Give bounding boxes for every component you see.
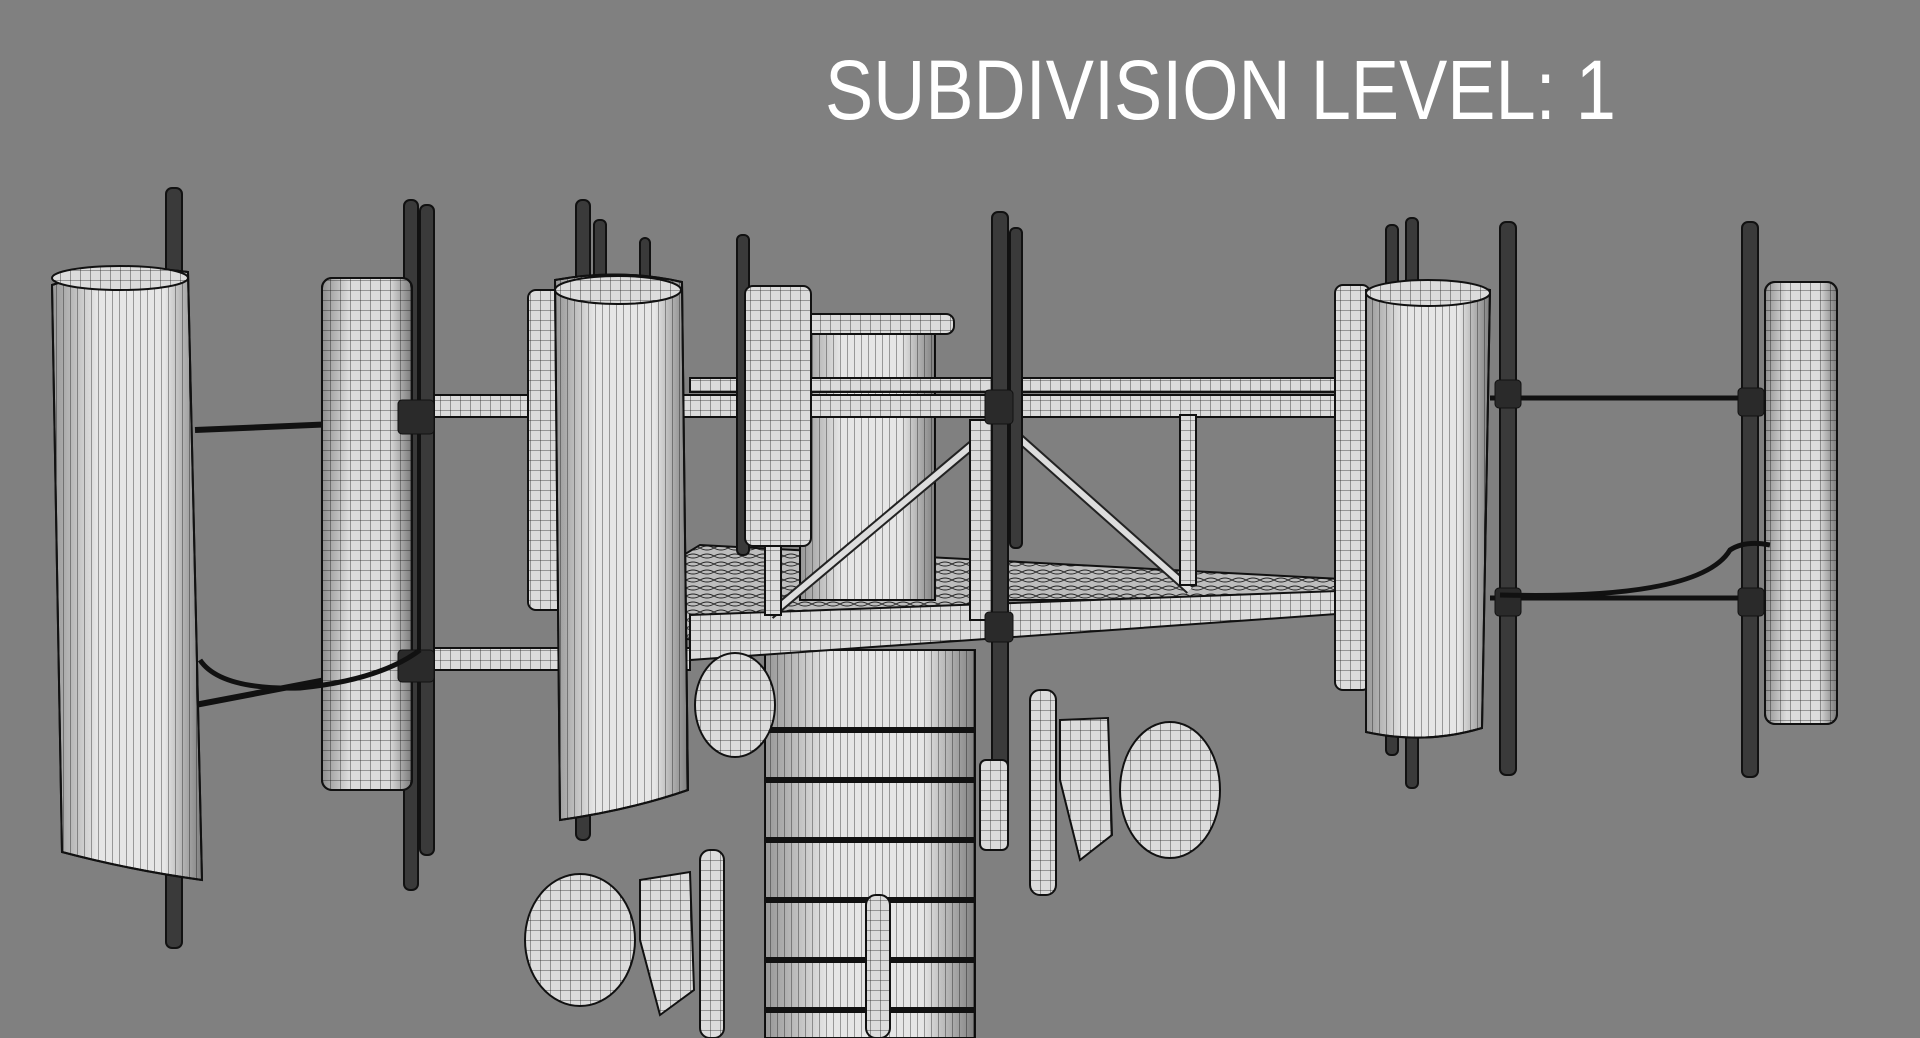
subdivision-level-label: SUBDIVISION LEVEL: 1 bbox=[825, 43, 1616, 137]
cables bbox=[197, 540, 1771, 691]
central-column bbox=[764, 313, 976, 1038]
panel-antennas bbox=[321, 277, 1838, 791]
microwave-dishes bbox=[524, 652, 1221, 1038]
cylindrical-antennas bbox=[50, 265, 1492, 882]
mounting-clamps bbox=[397, 379, 1765, 683]
